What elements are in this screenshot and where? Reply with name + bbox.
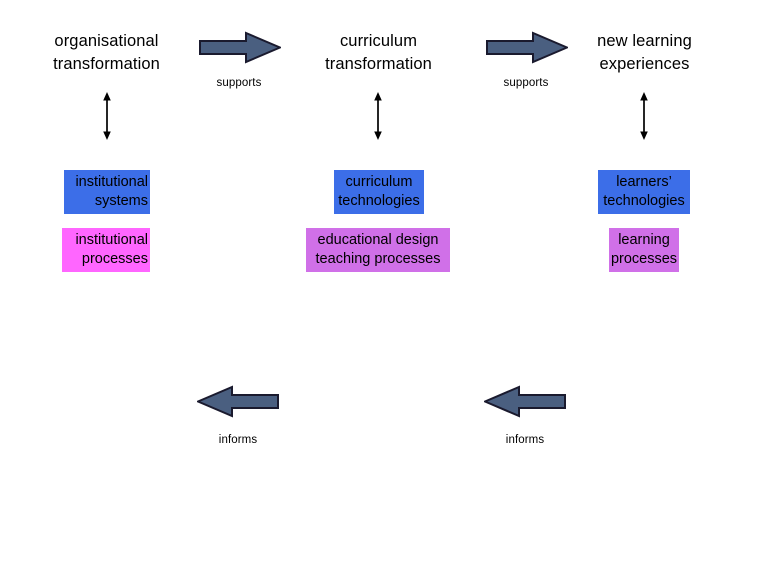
concept-box-curriculum-technologies[interactable]: curriculum technologies — [334, 170, 424, 214]
relation-label-informs-1: informs — [218, 434, 258, 446]
double-headed-arrow-icon-new-learning-experiences — [629, 92, 659, 145]
relation-label-informs-2: informs — [505, 434, 545, 446]
concept-box-educational-design-teaching-processes[interactable]: educational design teaching processes — [306, 228, 450, 272]
column-header-organisational: organisational transformation — [53, 32, 160, 74]
double-headed-arrow-icon-organisational — [92, 92, 122, 145]
concept-box-learners-technologies[interactable]: learners’ technologies — [598, 170, 690, 214]
block-arrow-right-supports-2[interactable] — [486, 31, 570, 69]
concept-box-institutional-processes[interactable]: institutional processes — [62, 228, 150, 272]
column-header-curriculum: curriculum transformation — [325, 32, 432, 74]
block-arrow-right-supports-1[interactable] — [199, 31, 283, 69]
concept-box-institutional-systems[interactable]: institutional systems — [64, 170, 150, 214]
column-header-new-learning-experiences: new learning experiences — [597, 32, 692, 74]
relation-label-supports-1: supports — [216, 77, 262, 89]
block-arrow-left-informs-2[interactable] — [482, 385, 566, 423]
concept-box-learning-processes[interactable]: learning processes — [609, 228, 679, 272]
relation-label-supports-2: supports — [503, 77, 549, 89]
double-headed-arrow-icon-curriculum — [363, 92, 393, 145]
block-arrow-left-informs-1[interactable] — [195, 385, 279, 423]
